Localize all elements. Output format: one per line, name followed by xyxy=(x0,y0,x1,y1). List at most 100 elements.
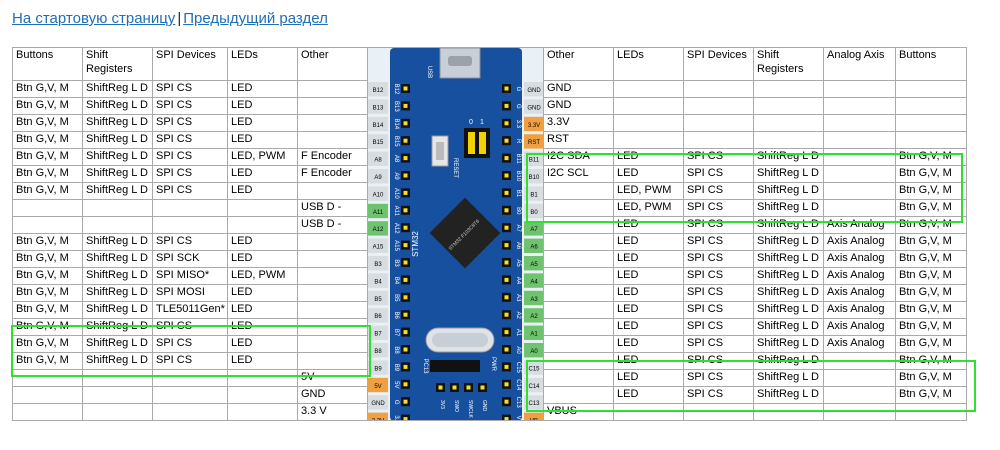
right-function-cell: LED xyxy=(613,267,684,285)
left-header-pad xyxy=(403,208,408,213)
left-pin-label-box xyxy=(368,273,388,288)
right-function-cell: I2C SDA xyxy=(543,148,614,166)
left-pin-label-box xyxy=(368,238,388,253)
swd-label: GND xyxy=(481,400,487,412)
left-function-cell: LED xyxy=(227,301,298,319)
right-function-cell xyxy=(613,131,684,149)
right-pin-label: A7 xyxy=(530,227,538,233)
right-pin-label: C13 xyxy=(528,401,540,407)
left-header-pad xyxy=(403,382,408,387)
right-function-cell xyxy=(823,131,896,149)
left-header-pad xyxy=(403,225,408,230)
left-pin-label: B3 xyxy=(374,262,382,268)
header-row: Buttons Shift Registers SPI Devices LEDs… xyxy=(12,47,967,421)
right-pin-label-box xyxy=(524,308,543,323)
left-header-pad xyxy=(403,347,408,352)
right-function-cell: SPI CS xyxy=(683,199,754,217)
silk-right-label: A5 xyxy=(515,259,521,267)
stm32-brand-label: STM32 xyxy=(411,231,420,257)
left-pin-label-box xyxy=(368,395,388,410)
right-function-cell: SPI CS xyxy=(683,284,754,302)
left-function-cell: LED xyxy=(227,250,298,268)
header-cell: Analog Axis xyxy=(823,47,896,81)
left-function-cell: ShiftReg L D xyxy=(82,335,153,353)
left-function-cell: LED xyxy=(227,182,298,200)
right-pin-label-box xyxy=(524,82,543,97)
right-function-cell xyxy=(683,80,754,98)
left-pin-label-box xyxy=(368,360,388,375)
header-cell: Buttons xyxy=(895,47,967,81)
left-function-cell: Btn G,V, M xyxy=(12,267,83,285)
silk-left-label: 5V xyxy=(393,381,399,388)
right-header-pad xyxy=(504,399,509,404)
right-function-cell: SPI CS xyxy=(683,369,754,387)
left-function-cell xyxy=(297,318,368,336)
right-pin-label-box xyxy=(524,99,543,114)
left-function-cell xyxy=(152,369,228,387)
silk-right-label: C15 xyxy=(515,362,521,374)
right-function-cell xyxy=(543,216,614,234)
right-header-pad xyxy=(504,156,509,161)
left-header-pin xyxy=(401,414,410,420)
right-function-cell xyxy=(543,182,614,200)
swd-pad xyxy=(438,385,443,390)
right-function-cell: LED xyxy=(613,250,684,268)
home-link[interactable]: На стартовую страницу xyxy=(12,10,176,27)
right-pin-label-box xyxy=(524,238,543,253)
right-function-cell xyxy=(543,267,614,285)
left-function-cell xyxy=(152,199,228,217)
left-function-cell: SPI CS xyxy=(152,131,228,149)
silk-right-label: A2 xyxy=(515,312,521,320)
left-function-cell: LED xyxy=(227,318,298,336)
left-function-cell: SPI CS xyxy=(152,114,228,132)
jumper-1 xyxy=(479,132,486,154)
right-function-cell: Btn G,V, M xyxy=(895,267,967,285)
right-function-cell xyxy=(683,403,754,421)
left-function-cell: ShiftReg L D xyxy=(82,182,153,200)
right-pin-label-box xyxy=(524,134,543,149)
right-function-cell xyxy=(823,386,896,404)
right-function-cell: ShiftReg L D xyxy=(753,199,824,217)
right-function-cell xyxy=(823,352,896,370)
right-pin-label-box xyxy=(524,256,543,271)
left-pin-label: A8 xyxy=(374,158,382,164)
right-function-cell: ShiftReg L D xyxy=(753,386,824,404)
nav-separator: | xyxy=(177,10,182,27)
right-function-cell: LED xyxy=(613,352,684,370)
left-function-cell: F Encoder xyxy=(297,165,368,183)
swd-label: SWCLK xyxy=(467,400,473,418)
right-header-pad xyxy=(504,277,509,282)
left-pin-label: B8 xyxy=(374,349,382,355)
silk-left-label: A10 xyxy=(393,188,399,199)
left-function-cell xyxy=(297,267,368,285)
left-function-cell xyxy=(297,233,368,251)
left-function-cell xyxy=(297,114,368,132)
right-header-pad xyxy=(504,295,509,300)
left-pin-label: 3.3V xyxy=(372,419,384,421)
right-header-pad xyxy=(504,243,509,248)
swd-pad xyxy=(452,385,457,390)
right-header-pad xyxy=(504,103,509,108)
left-function-cell xyxy=(82,199,153,217)
right-pin-label-box xyxy=(524,186,543,201)
silk-right-label: A0 xyxy=(515,346,521,354)
left-pin-label-box xyxy=(368,256,388,271)
right-function-cell xyxy=(543,318,614,336)
right-function-cell xyxy=(683,97,754,115)
left-function-cell xyxy=(297,335,368,353)
previous-section-link[interactable]: Предыдущий раздел xyxy=(183,10,328,27)
right-function-cell: LED xyxy=(613,301,684,319)
left-function-cell xyxy=(227,386,298,404)
left-function-cell xyxy=(12,216,83,234)
left-function-cell xyxy=(297,352,368,370)
right-pin-label-box xyxy=(524,221,543,236)
right-function-cell xyxy=(543,369,614,387)
right-function-cell: SPI CS xyxy=(683,318,754,336)
silk-left-label: A11 xyxy=(393,206,399,217)
right-function-cell: ShiftReg L D xyxy=(753,284,824,302)
right-function-cell: I2C SCL xyxy=(543,165,614,183)
right-header-pad xyxy=(504,312,509,317)
left-function-cell xyxy=(297,97,368,115)
